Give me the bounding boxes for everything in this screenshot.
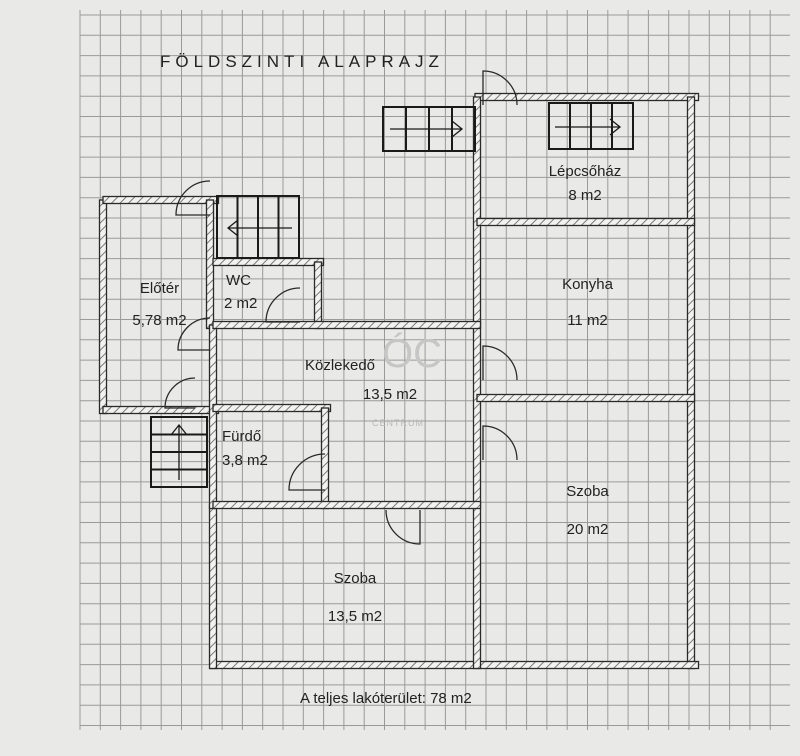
stair-arrow [226,219,292,237]
door-swing [482,345,518,381]
wall [212,403,332,413]
stair-arrow [170,423,188,480]
wall [320,407,330,510]
stairs-staircase [548,102,634,150]
wall [472,96,482,670]
wall [212,500,482,510]
door-swing [288,453,326,491]
room-area: 8 m2 [568,187,602,204]
staircases [150,102,634,488]
room-staircase: Lépcsőház 8 m2 [530,163,640,205]
room-corridor-area: 13,5 m2 [362,386,418,403]
plan-title: FÖLDSZINTI ALAPRAJZ [160,52,444,71]
wall [102,195,220,205]
door-swing [482,70,518,106]
room-name: Fürdő [222,428,262,445]
wall [212,257,325,267]
room-wc: WC 2 m2 [218,272,268,313]
room-corridor-name: Közlekedő [304,357,376,374]
watermark-logo: ÓC [382,332,442,376]
wall [686,96,696,670]
wall [474,92,700,102]
total-living-area: A teljes lakóterület: 78 m2 [300,690,472,707]
door-swing [385,509,421,545]
door-swing [482,425,518,461]
room-bedroom-large: Szoba 20 m2 [535,483,640,539]
door-swing [164,377,196,409]
door-swing [177,317,211,351]
room-kitchen: Konyha 11 m2 [535,276,640,330]
watermark-text: CENTRUM [372,418,424,428]
room-bathroom: Fürdő 3,8 m2 [216,428,286,470]
room-name: Lépcsőház [548,163,622,180]
wall [209,660,700,670]
room-area: 2 m2 [224,295,258,312]
graph-paper-grid [79,10,790,730]
wall [208,504,218,670]
wall [476,393,696,403]
room-name: Szoba [566,483,609,500]
room-bedroom-small: Szoba 13,5 m2 [305,570,405,626]
wall [476,217,696,227]
stair-arrow [555,118,622,136]
room-name: Konyha [562,276,613,293]
wall [212,320,482,330]
doors [164,70,518,545]
room-area: 3,8 m2 [222,452,268,469]
walls [98,92,700,670]
door-swing [265,287,301,323]
door-swing [175,180,211,216]
room-name: WC [226,272,251,289]
room-area: 20 m2 [566,521,609,538]
wall [98,199,108,415]
wall [208,324,218,510]
room-area: 11 m2 [567,312,608,329]
stairs-entrance [216,195,300,259]
room-entrance-hall: Előtér 5,78 m2 [112,280,207,330]
wall [102,405,220,415]
room-area: 5,78 m2 [132,312,187,329]
stair-arrow [390,120,464,138]
wall [313,261,323,330]
room-area: 13,5 m2 [327,608,383,625]
room-name: Szoba [333,570,377,587]
room-name: Előtér [139,280,180,297]
